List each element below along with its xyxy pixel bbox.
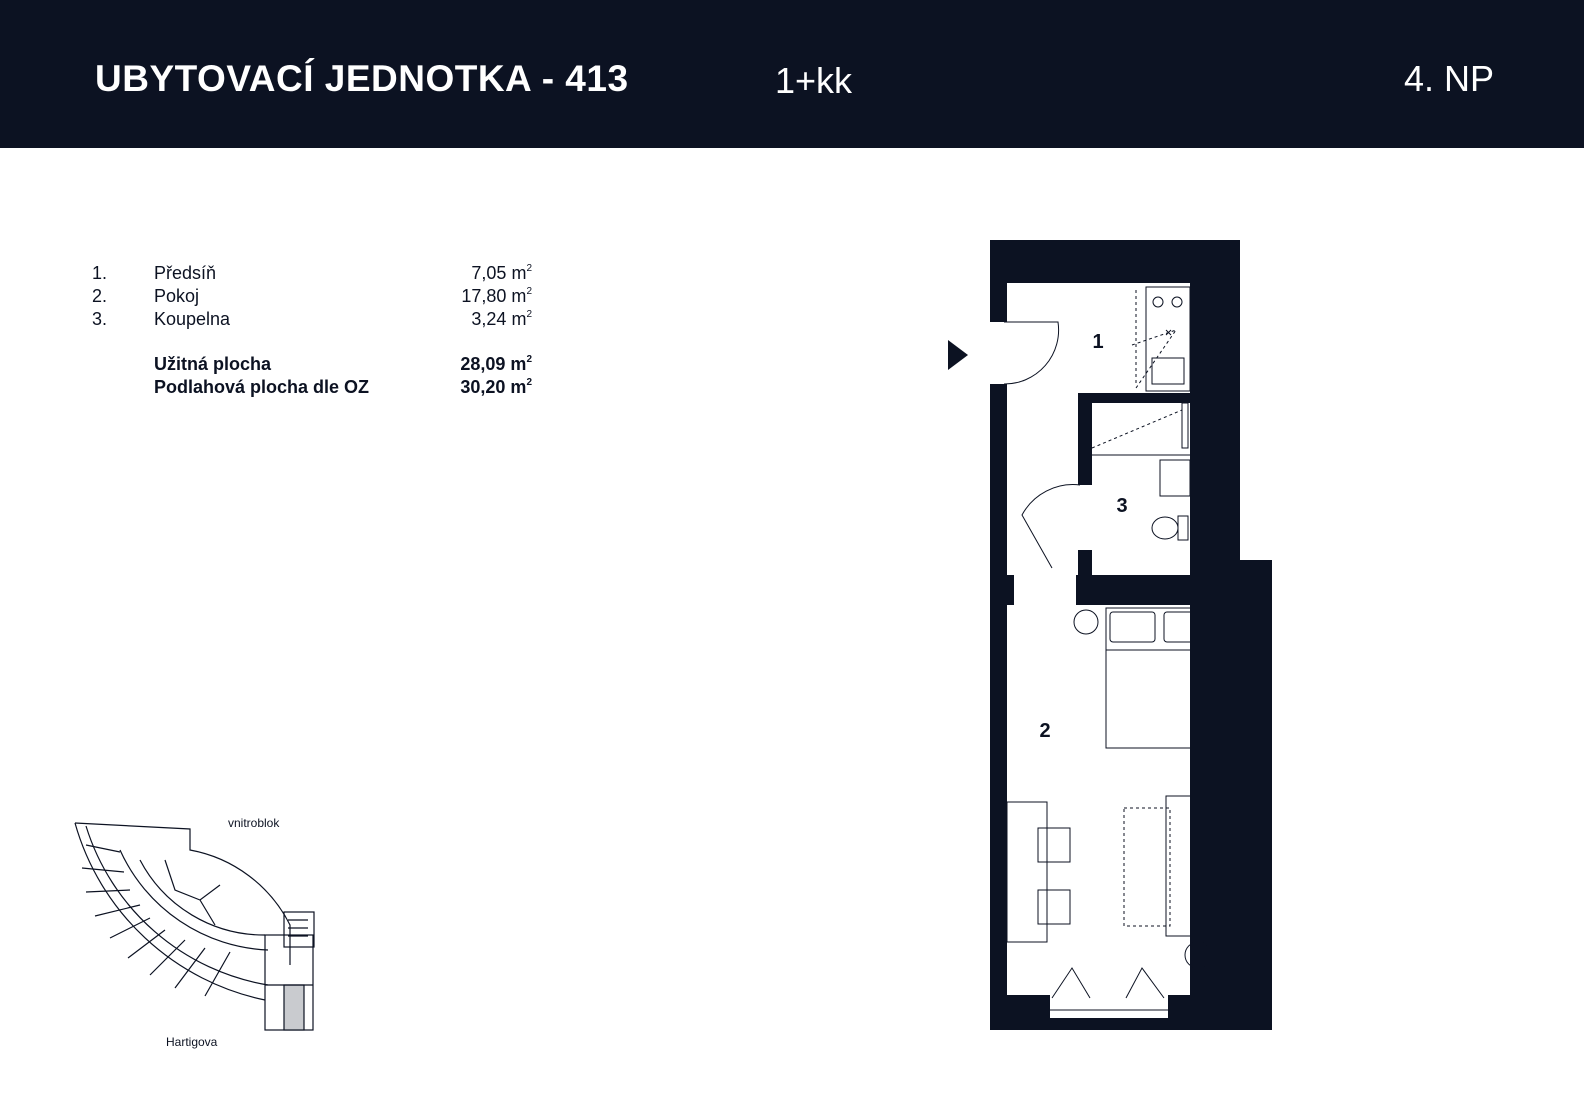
room-label-3: 3 [1116, 495, 1127, 517]
site-label-top: vnitroblok [228, 816, 280, 830]
room-number: 3. [92, 309, 108, 329]
room-number: 1. [92, 263, 108, 283]
total-row-usable: Užitná plocha 28,09 m2 [92, 353, 532, 376]
room-name: Koupelna [154, 309, 231, 329]
site-plan: vnitroblok Hartigova [74, 816, 315, 1049]
entrance-icon [948, 340, 968, 370]
openings [990, 322, 1092, 605]
total-row-floor: Podlahová plocha dle OZ 30,20 m2 [92, 376, 532, 399]
room-number: 2. [92, 286, 108, 306]
room-label-1: 1 [1092, 331, 1103, 353]
site-building [74, 822, 315, 1031]
total-area: 28,09 m2 [460, 354, 532, 374]
walls [990, 240, 1272, 1030]
kitchen-unit [1131, 286, 1191, 392]
unit-type: 1+kk [775, 60, 853, 101]
door-swings [1003, 321, 1081, 569]
room-name: Pokoj [154, 286, 200, 306]
floor-plan: 1 2 3 [948, 240, 1272, 1030]
window-swings [1050, 967, 1168, 1011]
room-area: 17,80 m2 [461, 286, 532, 306]
room-area: 3,24 m2 [471, 309, 532, 329]
room-row: 3. Koupelna 3,24 m2 [92, 308, 532, 331]
room-list: 1. Předsíň 7,05 m2 2. Pokoj 17,80 m2 3. … [92, 262, 532, 399]
total-name: Podlahová plocha dle OZ [154, 377, 370, 397]
room-row: 1. Předsíň 7,05 m2 [92, 262, 532, 285]
floor-label: 4. NP [1403, 58, 1494, 99]
unit-title: UBYTOVACÍ JEDNOTKA - 413 [95, 58, 629, 99]
furniture [1006, 607, 1222, 969]
total-area: 30,20 m2 [460, 377, 532, 397]
total-name: Užitná plocha [154, 354, 272, 374]
room-label-2: 2 [1039, 720, 1050, 742]
bathroom-fixtures [1091, 402, 1191, 541]
site-label-bottom: Hartigova [166, 1035, 218, 1049]
header-bar: UBYTOVACÍ JEDNOTKA - 413 1+kk 4. NP [0, 0, 1584, 148]
room-area: 7,05 m2 [471, 263, 532, 283]
room-row: 2. Pokoj 17,80 m2 [92, 285, 532, 308]
room-name: Předsíň [154, 263, 217, 283]
